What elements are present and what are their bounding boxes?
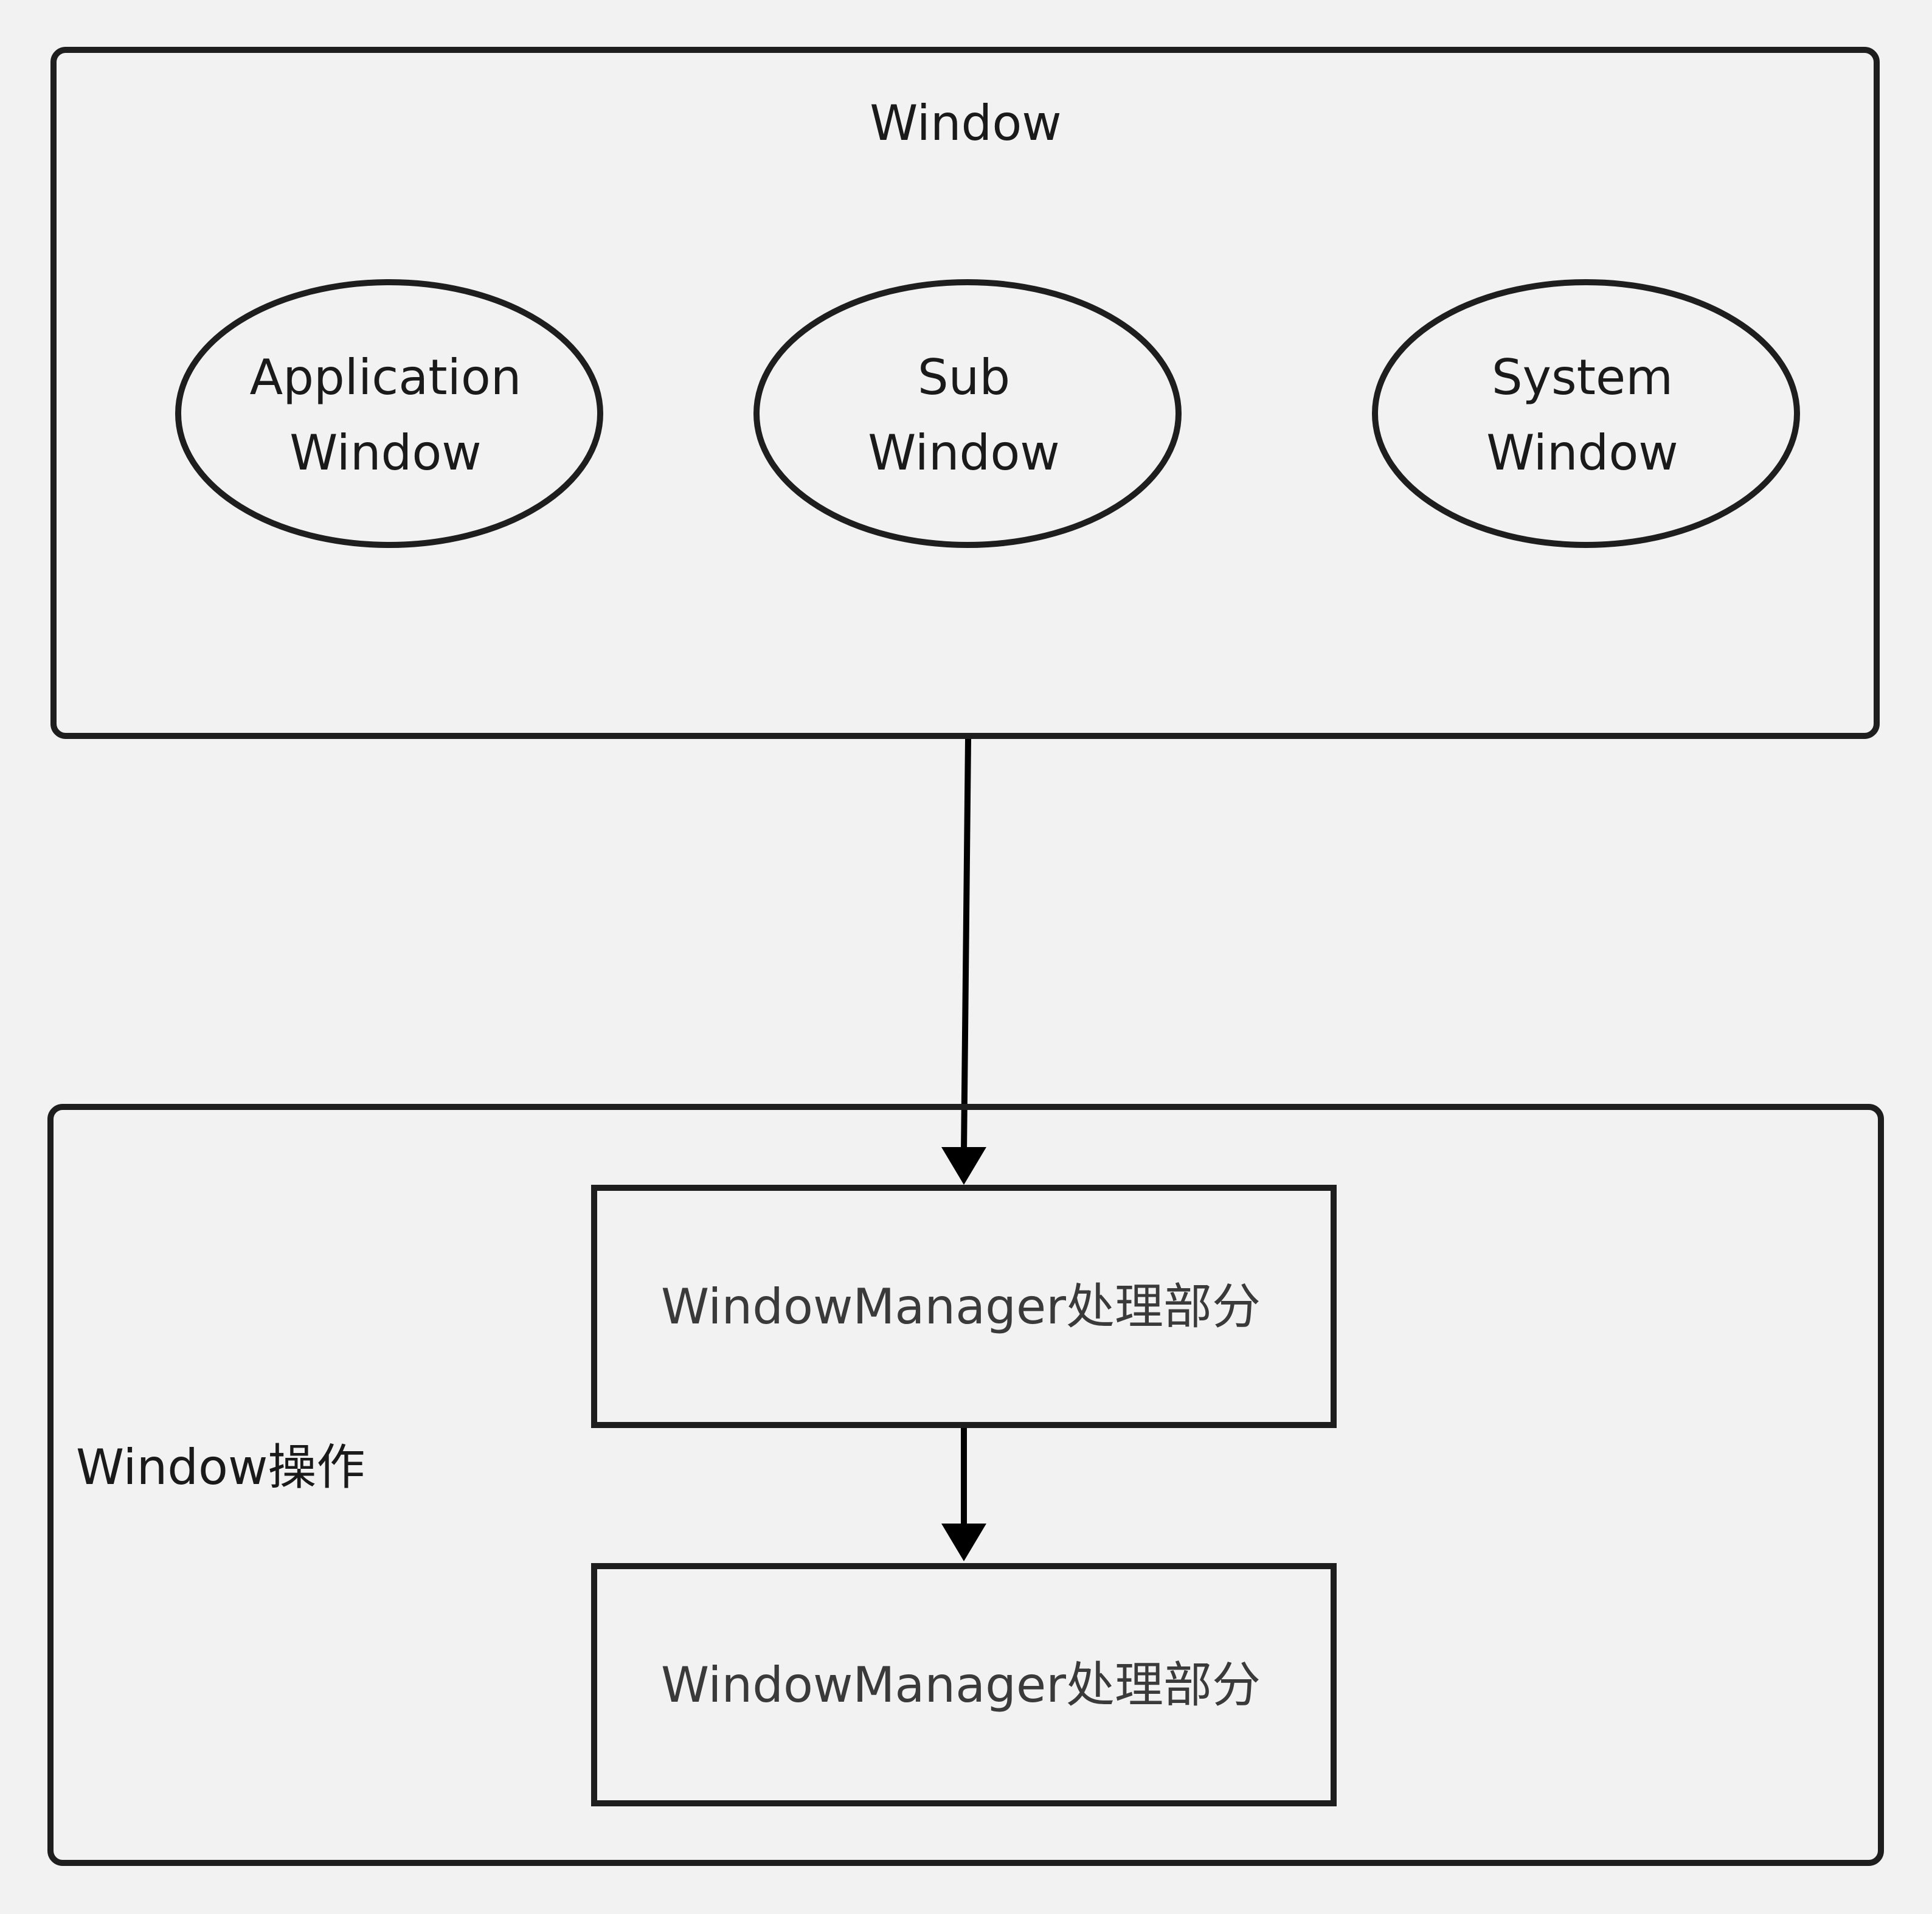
system-window-label-line1: System bbox=[1492, 349, 1673, 406]
window-manager-box-1-frame bbox=[591, 1185, 1337, 1428]
edge-window-to-manager bbox=[941, 738, 986, 1185]
system-window-oval bbox=[1372, 279, 1800, 548]
window-group-title: Window bbox=[870, 95, 1061, 151]
application-window-node: Application Window bbox=[175, 279, 603, 548]
system-window-node: System Window bbox=[1372, 279, 1800, 548]
operation-group-title: Window操作 bbox=[76, 1439, 365, 1496]
application-window-oval bbox=[175, 279, 603, 548]
sub-window-node: Sub Window bbox=[753, 279, 1182, 548]
window-manager-box-2-label: WindowManager处理部分 bbox=[661, 1657, 1261, 1713]
edge-window-to-manager-arrowhead bbox=[941, 1147, 986, 1185]
edge-window-to-manager-line bbox=[961, 738, 971, 1153]
sub-window-label-line1: Sub bbox=[918, 349, 1010, 406]
window-manager-box-2-frame bbox=[591, 1563, 1337, 1806]
system-window-label-line2: Window bbox=[1486, 425, 1678, 481]
edge-manager-1-to-manager-2 bbox=[941, 1428, 986, 1561]
operation-group-frame bbox=[47, 1104, 1884, 1866]
edge-manager-1-to-manager-2-arrowhead bbox=[941, 1524, 986, 1561]
sub-window-oval bbox=[753, 279, 1182, 548]
sub-window-label-line2: Window bbox=[868, 425, 1059, 481]
window-manager-box-1-label: WindowManager处理部分 bbox=[661, 1278, 1261, 1335]
application-window-label-line2: Window bbox=[289, 425, 481, 481]
application-window-label-line1: Application bbox=[250, 349, 522, 406]
window-group-frame bbox=[50, 47, 1880, 739]
window-manager-box-2: WindowManager处理部分 bbox=[591, 1563, 1337, 1806]
window-manager-box-1: WindowManager处理部分 bbox=[591, 1185, 1337, 1428]
